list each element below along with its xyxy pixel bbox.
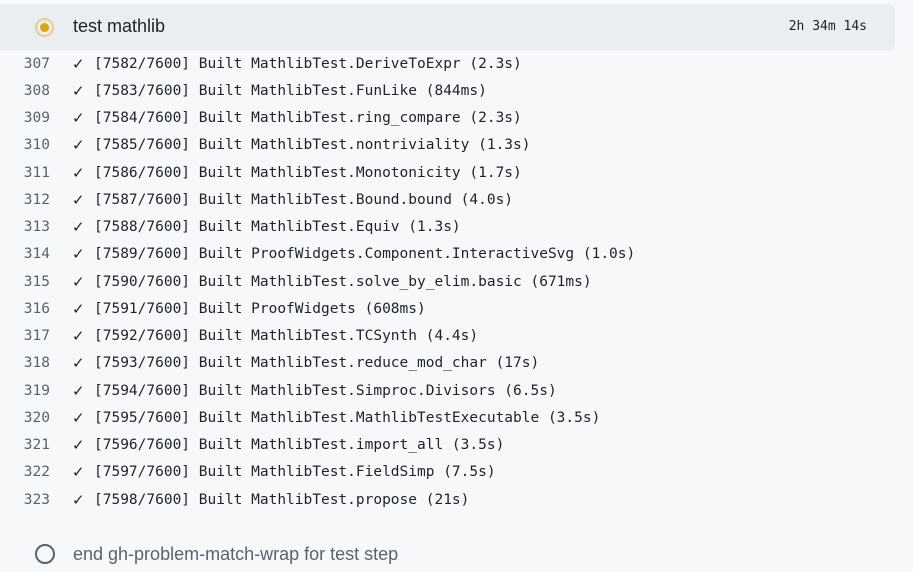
log-line: 313 ✓ [7588/7600] Built MathlibTest.Equiv … bbox=[0, 214, 635, 241]
log-text: [7595/7600] Built MathlibTest.MathlibTes… bbox=[94, 409, 601, 426]
line-number[interactable]: 317 bbox=[23, 328, 50, 345]
log-text: [7583/7600] Built MathlibTest.FunLike (8… bbox=[94, 82, 487, 99]
line-number[interactable]: 315 bbox=[23, 273, 50, 290]
check-icon: ✓ bbox=[72, 490, 85, 509]
check-icon: ✓ bbox=[72, 54, 85, 73]
check-icon: ✓ bbox=[72, 272, 85, 291]
log-text: [7596/7600] Built MathlibTest.import_all… bbox=[94, 437, 505, 454]
log-line: 315 ✓ [7590/7600] Built MathlibTest.solve_… bbox=[0, 268, 635, 295]
check-icon: ✓ bbox=[72, 436, 85, 455]
check-icon: ✓ bbox=[72, 163, 85, 182]
check-icon: ✓ bbox=[72, 381, 85, 400]
line-number[interactable]: 309 bbox=[23, 110, 50, 127]
check-icon: ✓ bbox=[72, 109, 85, 128]
check-icon: ✓ bbox=[72, 136, 85, 155]
in-progress-icon bbox=[35, 18, 54, 37]
log-text: [7593/7600] Built MathlibTest.reduce_mod… bbox=[94, 355, 540, 372]
log-line: 308 ✓ [7583/7600] Built MathlibTest.FunLik… bbox=[0, 77, 635, 104]
log-line: 310 ✓ [7585/7600] Built MathlibTest.nontri… bbox=[0, 132, 635, 159]
check-icon: ✓ bbox=[72, 245, 85, 264]
log-line: 323 ✓ [7598/7600] Built MathlibTest.propos… bbox=[0, 486, 635, 513]
line-number[interactable]: 310 bbox=[23, 137, 50, 154]
log-text: [7590/7600] Built MathlibTest.solve_by_e… bbox=[94, 273, 592, 290]
step-end-gh-problem-match[interactable]: end gh-problem-match-wrap for test step bbox=[0, 540, 398, 568]
log-line: 317 ✓ [7592/7600] Built MathlibTest.TCSynt… bbox=[0, 323, 635, 350]
log-line: 311 ✓ [7586/7600] Built MathlibTest.Monoto… bbox=[0, 159, 635, 186]
check-icon: ✓ bbox=[72, 81, 85, 100]
step-duration: 2h 34m 14s bbox=[788, 19, 867, 34]
log-text: [7591/7600] Built ProofWidgets (608ms) bbox=[94, 300, 426, 317]
line-number[interactable]: 320 bbox=[23, 409, 50, 426]
log-text: [7584/7600] Built MathlibTest.ring_compa… bbox=[94, 110, 522, 127]
line-number[interactable]: 322 bbox=[23, 464, 50, 481]
log-line: 320 ✓ [7595/7600] Built MathlibTest.Mathli… bbox=[0, 404, 635, 431]
check-icon: ✓ bbox=[72, 354, 85, 373]
log-line: 307 ✓ [7582/7600] Built MathlibTest.Derive… bbox=[0, 50, 635, 77]
line-number[interactable]: 318 bbox=[23, 355, 50, 372]
line-number[interactable]: 314 bbox=[23, 246, 50, 263]
step-header[interactable]: test mathlib 2h 34m 14s bbox=[0, 4, 895, 50]
log-text: [7597/7600] Built MathlibTest.FieldSimp … bbox=[94, 464, 496, 481]
check-icon: ✓ bbox=[72, 327, 85, 346]
log-line: 314 ✓ [7589/7600] Built ProofWidgets.Compo… bbox=[0, 241, 635, 268]
line-number[interactable]: 319 bbox=[23, 382, 50, 399]
check-icon: ✓ bbox=[72, 408, 85, 427]
log-line: 312 ✓ [7587/7600] Built MathlibTest.Bound.… bbox=[0, 186, 635, 213]
line-number[interactable]: 316 bbox=[23, 300, 50, 317]
log-line: 316 ✓ [7591/7600] Built ProofWidgets (608m… bbox=[0, 295, 635, 322]
log-text: [7582/7600] Built MathlibTest.DeriveToEx… bbox=[94, 55, 522, 72]
log-text: [7588/7600] Built MathlibTest.Equiv (1.3… bbox=[94, 219, 461, 236]
check-icon: ✓ bbox=[72, 299, 85, 318]
pending-icon bbox=[35, 544, 55, 564]
line-number[interactable]: 311 bbox=[23, 164, 50, 181]
log-line: 309 ✓ [7584/7600] Built MathlibTest.ring_c… bbox=[0, 105, 635, 132]
log-text: [7592/7600] Built MathlibTest.TCSynth (4… bbox=[94, 328, 479, 345]
step-title: end gh-problem-match-wrap for test step bbox=[73, 543, 399, 564]
log-lines: 307 ✓ [7582/7600] Built MathlibTest.Derive… bbox=[0, 50, 635, 513]
log-text: [7585/7600] Built MathlibTest.nontrivial… bbox=[94, 137, 531, 154]
log-line: 321 ✓ [7596/7600] Built MathlibTest.import… bbox=[0, 432, 635, 459]
log-line: 318 ✓ [7593/7600] Built MathlibTest.reduce… bbox=[0, 350, 635, 377]
check-icon: ✓ bbox=[72, 190, 85, 209]
line-number[interactable]: 307 bbox=[23, 55, 50, 72]
log-text: [7586/7600] Built MathlibTest.Monotonici… bbox=[94, 164, 522, 181]
check-icon: ✓ bbox=[72, 218, 85, 237]
step-title: test mathlib bbox=[73, 16, 166, 36]
line-number[interactable]: 323 bbox=[23, 491, 50, 508]
line-number[interactable]: 313 bbox=[23, 219, 50, 236]
log-text: [7589/7600] Built ProofWidgets.Component… bbox=[94, 246, 636, 263]
log-text: [7598/7600] Built MathlibTest.propose (2… bbox=[94, 491, 470, 508]
log-line: 319 ✓ [7594/7600] Built MathlibTest.Simpro… bbox=[0, 377, 635, 404]
log-text: [7594/7600] Built MathlibTest.Simproc.Di… bbox=[94, 382, 557, 399]
line-number[interactable]: 321 bbox=[23, 437, 50, 454]
check-icon: ✓ bbox=[72, 463, 85, 482]
log-line: 322 ✓ [7597/7600] Built MathlibTest.FieldS… bbox=[0, 459, 635, 486]
log-text: [7587/7600] Built MathlibTest.Bound.boun… bbox=[94, 191, 514, 208]
line-number[interactable]: 312 bbox=[23, 191, 50, 208]
line-number[interactable]: 308 bbox=[23, 82, 50, 99]
